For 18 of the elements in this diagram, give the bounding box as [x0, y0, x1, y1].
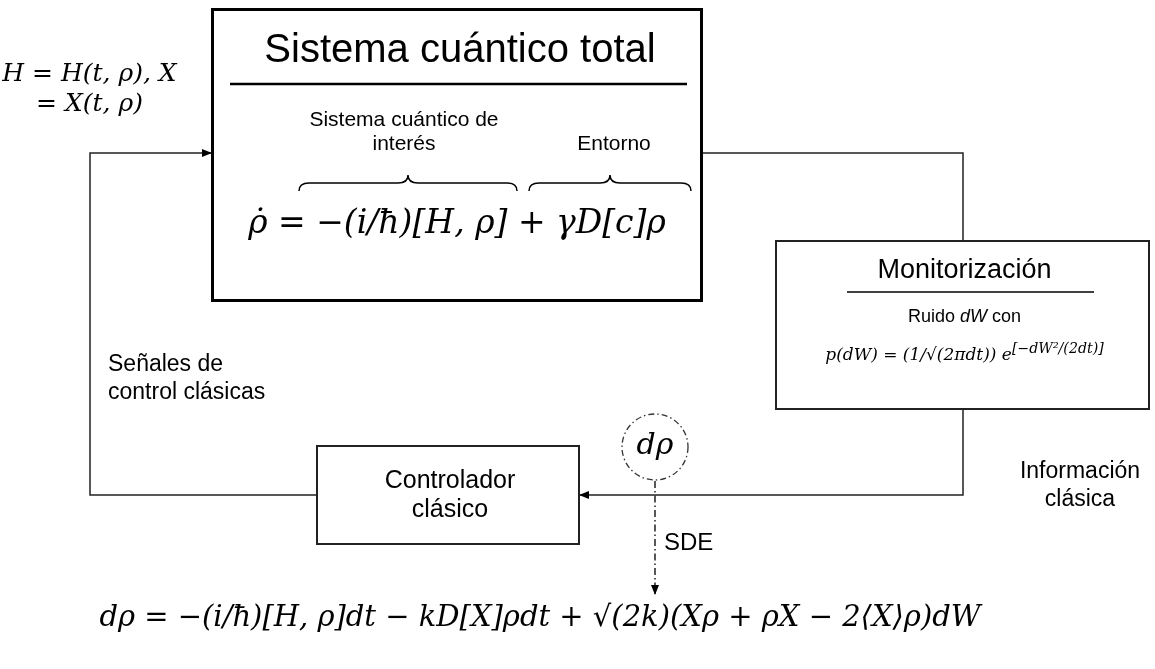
- box-title: Sistema cuántico total: [263, 25, 657, 71]
- master-equation: ρ̇ = −(i/ħ)[H, ρ] + γD[c]ρ: [247, 203, 667, 241]
- process-box: [775, 240, 1150, 410]
- brace-label: Entorno: [576, 131, 652, 156]
- box-label: Controlador clásico: [383, 465, 517, 523]
- stochastic-equation: dρ = −(i/ħ)[H, ρ]dt − kD[X]ρdt + √(2k)(Xρ + ρX − 2⟨X⟩ρ)dW: [98, 600, 984, 634]
- dash-dot-circle: [621, 413, 689, 481]
- connector-line: [702, 152, 964, 241]
- system-box: [211, 8, 703, 302]
- probability-equation: p(dW) = (1/√(2πdt)) e$^{[−dW²/(2dt)]}$: [824, 340, 1105, 365]
- dash-dot-arrow: [651, 480, 659, 595]
- arrow: [89, 149, 317, 496]
- arrow: [579, 409, 964, 499]
- box-title: Monitorización: [876, 254, 1053, 286]
- state-symbol: dρ: [635, 427, 675, 462]
- process-box: [316, 445, 580, 545]
- noise-text: Ruido dW con: [906, 306, 1023, 327]
- brace-label: Sistema cuántico de interés: [308, 107, 500, 156]
